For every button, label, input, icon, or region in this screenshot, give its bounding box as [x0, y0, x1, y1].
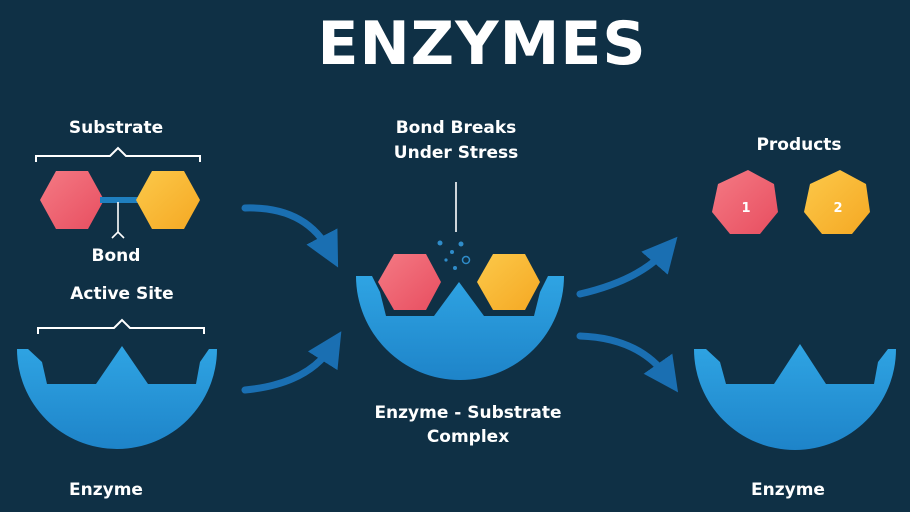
enzyme-left-shape: [17, 346, 217, 449]
bond-breaks-label-line1: Bond Breaks: [396, 118, 517, 138]
product-1-heptagon: [712, 170, 778, 234]
product-2-number: 2: [833, 201, 842, 216]
arrow-enzyme-to-complex: [241, 331, 342, 394]
active-site-label: Active Site: [70, 284, 173, 304]
bond-breaks-label-line2: Under Stress: [394, 143, 518, 163]
bond-label: Bond: [92, 246, 141, 266]
bond-link: [100, 197, 140, 203]
substrate-yellow-hexagon: [136, 171, 200, 229]
enzyme-right-label: Enzyme: [751, 480, 825, 500]
complex-yellow-hexagon: [477, 254, 540, 310]
arrow-substrate-to-complex: [241, 204, 339, 268]
substrate-bracket: [35, 146, 201, 162]
active-site-bracket: [37, 318, 205, 334]
product-1-number: 1: [741, 201, 750, 216]
arrow-complex-to-products: [576, 236, 678, 298]
page-title: ENZYMES: [317, 9, 646, 79]
complex-red-hexagon: [378, 254, 441, 310]
substrate-label: Substrate: [69, 118, 163, 138]
complex-label-line1: Enzyme - Substrate: [374, 403, 561, 423]
bond-break-bubbles: [437, 240, 471, 270]
substrate-red-hexagon: [40, 171, 104, 229]
complex-label-line2: Complex: [427, 427, 509, 447]
enzyme-left-label: Enzyme: [69, 480, 143, 500]
product-2-heptagon: [804, 170, 870, 234]
enzyme-right-shape: [694, 344, 896, 450]
products-label: Products: [756, 135, 841, 155]
enzyme-complex-shape: [356, 276, 564, 380]
bond-pointer: [111, 202, 125, 239]
arrow-complex-to-enzyme: [576, 332, 679, 393]
